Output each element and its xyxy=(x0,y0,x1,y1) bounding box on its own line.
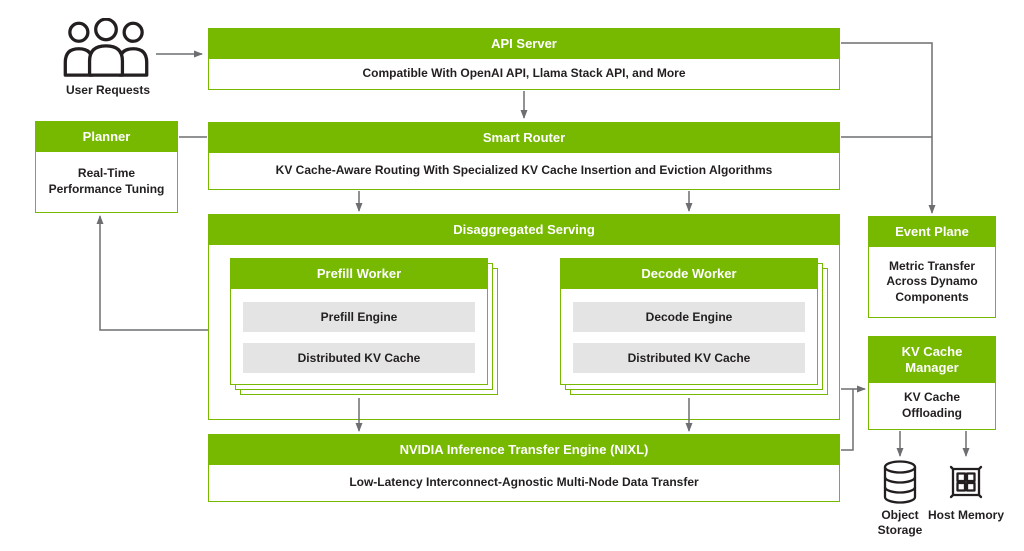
decode-distributed-kv-cache-item: Distributed KV Cache xyxy=(573,343,805,373)
user-requests-label: User Requests xyxy=(65,83,151,97)
connector-serving-to-planner xyxy=(96,215,208,331)
disaggregated-serving-box: Disaggregated Serving Prefill Worker Pre… xyxy=(208,214,840,420)
decode-worker-card: Decode Worker Decode Engine Distributed … xyxy=(560,258,818,385)
prefill-worker-stack: Prefill Worker Prefill Engine Distribute… xyxy=(230,258,498,395)
disaggregated-serving-title: Disaggregated Serving xyxy=(209,215,839,245)
connector-nixl-to-kv-cache-manager xyxy=(841,389,854,451)
users-icon xyxy=(63,18,149,77)
nixl-title: NVIDIA Inference Transfer Engine (NIXL) xyxy=(209,435,839,465)
nixl-subtitle: Low-Latency Interconnect-Agnostic Multi-… xyxy=(349,475,699,490)
prefill-distributed-kv-cache-item: Distributed KV Cache xyxy=(243,343,475,373)
prefill-worker-card: Prefill Worker Prefill Engine Distribute… xyxy=(230,258,488,385)
event-plane-box: Event Plane Metric Transfer Across Dynam… xyxy=(868,216,996,318)
event-plane-subtitle: Metric Transfer Across Dynamo Components xyxy=(886,258,978,304)
event-plane-title: Event Plane xyxy=(869,217,995,247)
decode-engine-item: Decode Engine xyxy=(573,302,805,332)
api-server-title: API Server xyxy=(209,29,839,59)
object-storage-label: Object Storage xyxy=(877,508,923,537)
kv-cache-manager-title: KV Cache Manager xyxy=(869,337,995,383)
prefill-worker-title: Prefill Worker xyxy=(231,259,487,289)
memory-chip-icon xyxy=(949,465,983,499)
nixl-box: NVIDIA Inference Transfer Engine (NIXL) … xyxy=(208,434,840,502)
planner-box: Planner Real-Time Performance Tuning xyxy=(35,121,178,213)
api-server-box: API Server Compatible With OpenAI API, L… xyxy=(208,28,840,90)
host-memory-label: Host Memory xyxy=(927,508,1004,522)
api-server-subtitle: Compatible With OpenAI API, Llama Stack … xyxy=(362,66,686,81)
connector-api-server-to-event-plane xyxy=(841,42,936,214)
smart-router-title: Smart Router xyxy=(209,123,839,153)
smart-router-subtitle: KV Cache-Aware Routing With Specialized … xyxy=(275,163,773,178)
disaggregated-serving-body: Prefill Worker Prefill Engine Distribute… xyxy=(209,245,839,419)
planner-title: Planner xyxy=(36,122,177,152)
kv-cache-manager-box: KV Cache Manager KV Cache Offloading xyxy=(868,336,996,430)
prefill-engine-item: Prefill Engine xyxy=(243,302,475,332)
decode-worker-stack: Decode Worker Decode Engine Distributed … xyxy=(560,258,828,395)
kv-cache-manager-subtitle: KV Cache Offloading xyxy=(902,390,962,420)
smart-router-box: Smart Router KV Cache-Aware Routing With… xyxy=(208,122,840,190)
database-icon xyxy=(883,460,917,504)
planner-subtitle: Real-Time Performance Tuning xyxy=(48,166,165,196)
decode-worker-title: Decode Worker xyxy=(561,259,817,289)
